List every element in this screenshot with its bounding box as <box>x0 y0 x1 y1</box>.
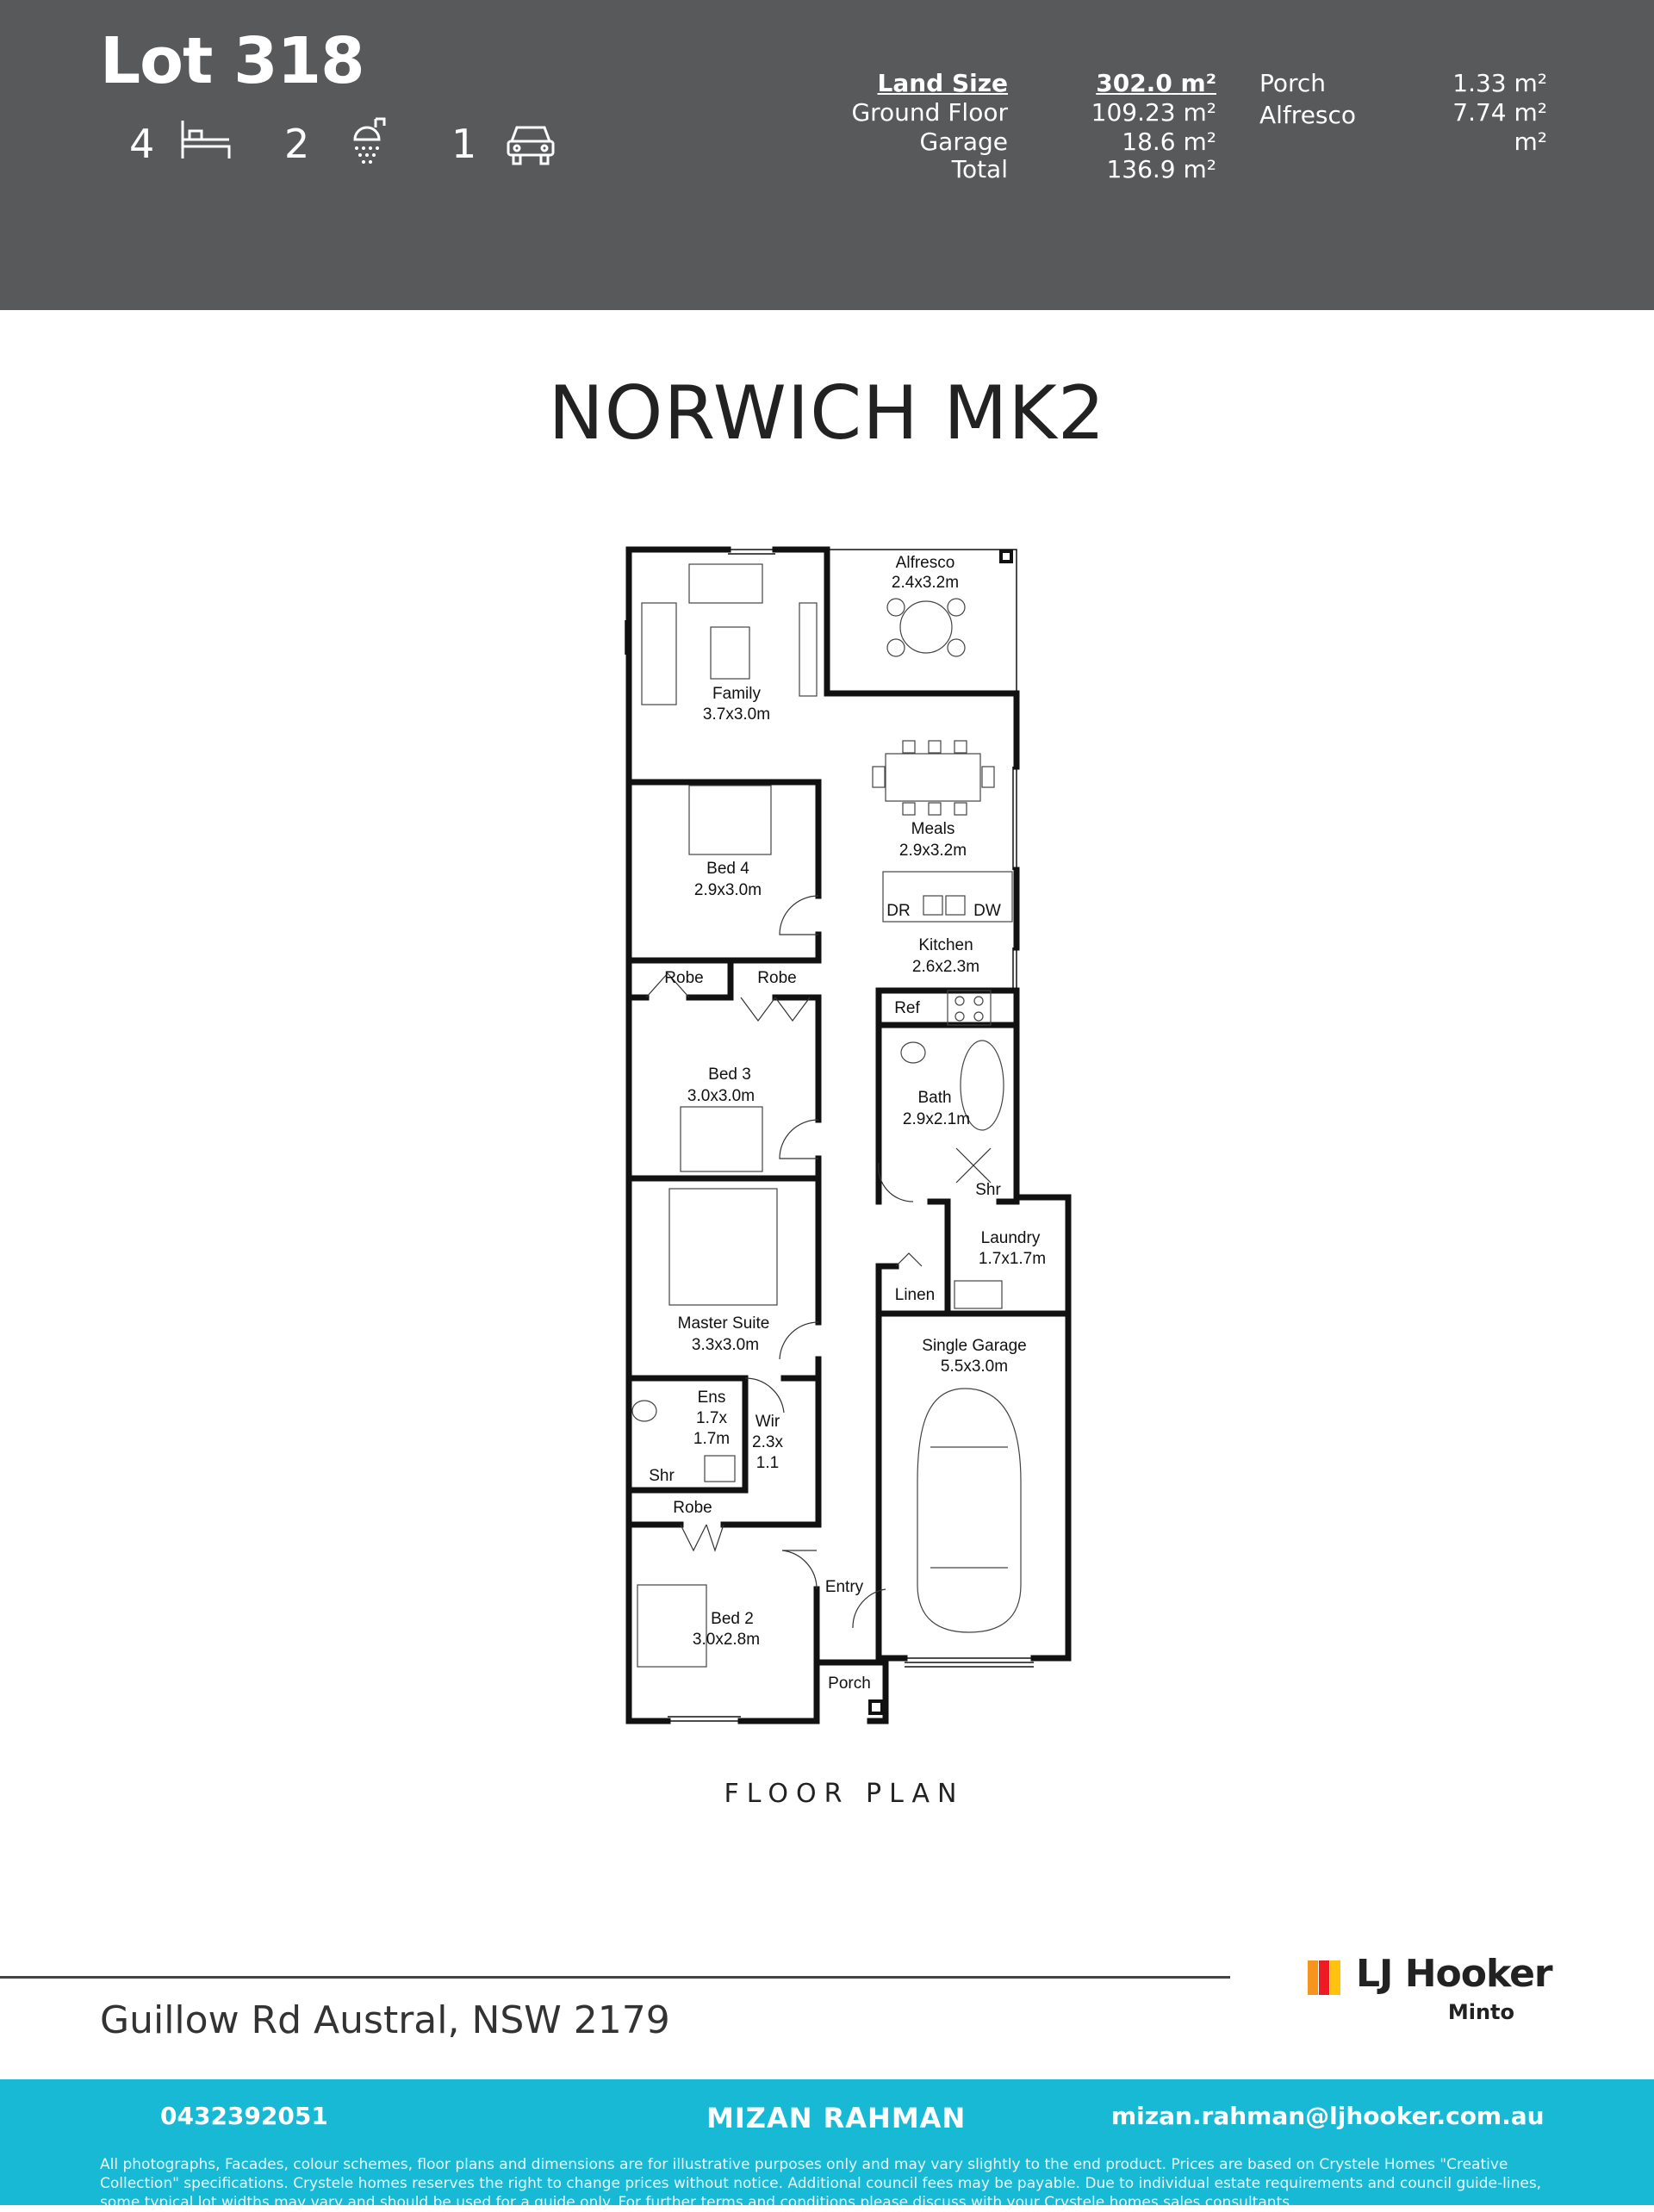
car-count: 1 <box>451 121 477 167</box>
room-linen: Linen <box>895 1286 936 1304</box>
design-name: NORWICH MK2 <box>548 370 1106 457</box>
logo-bar-orange <box>1308 1960 1318 1995</box>
bed-icon <box>181 121 231 158</box>
room-robe-1: Robe <box>664 969 703 987</box>
room-kitchen: Kitchen <box>918 936 973 954</box>
ground-floor-label: Ground Floor <box>851 98 1008 127</box>
room-bed3-size: 3.0x3.0m <box>687 1087 755 1105</box>
room-bath: Bath <box>917 1089 951 1107</box>
room-bed2: Bed 2 <box>711 1610 754 1628</box>
bath-count: 2 <box>284 121 310 167</box>
porch-value: 1.33 m² <box>1452 69 1547 97</box>
land-size-label: Land Size <box>877 69 1008 97</box>
bed-count: 4 <box>129 121 155 167</box>
room-bed3: Bed 3 <box>708 1066 751 1084</box>
alfresco-value: 7.74 m² <box>1452 98 1547 127</box>
room-ens-size-1: 1.7x <box>696 1409 727 1427</box>
room-wir-size-2: 1.1 <box>756 1454 779 1472</box>
room-master-size: 3.3x3.0m <box>692 1336 759 1354</box>
room-laundry-size: 1.7x1.7m <box>979 1250 1046 1268</box>
car-icon <box>507 126 555 165</box>
room-bed2-size: 3.0x2.8m <box>693 1631 760 1649</box>
logo-bar-red <box>1319 1960 1329 1995</box>
room-entry: Entry <box>825 1578 864 1596</box>
agency-office: Minto <box>1447 2000 1514 2024</box>
garage-area-value: 18.6 m² <box>1122 127 1216 156</box>
room-shr-2: Shr <box>649 1467 675 1485</box>
garage-area-label: Garage <box>919 127 1008 156</box>
agent-email-link[interactable]: mizan.rahman@ljhooker.com.au <box>1111 2102 1545 2130</box>
agent-name: MIZAN RAHMAN <box>706 2102 967 2134</box>
room-ref: Ref <box>894 999 920 1017</box>
room-dw: DW <box>973 902 1001 920</box>
floor-plan: Alfresco 2.4x3.2m Family 3.7x3.0m Meals … <box>625 546 1072 1724</box>
room-ens: Ens <box>698 1389 726 1407</box>
room-bed4-size: 2.9x3.0m <box>694 881 762 899</box>
lot-title: Lot 318 <box>100 24 365 98</box>
property-address: Guillow Rd Austral, NSW 2179 <box>100 1998 670 2042</box>
room-porch: Porch <box>828 1675 871 1693</box>
room-wir: Wir <box>755 1413 780 1431</box>
total-area-label: Total <box>951 155 1008 183</box>
room-bed4: Bed 4 <box>706 860 749 878</box>
contact-footer: 0432392051 MIZAN RAHMAN mizan.rahman@ljh… <box>0 2079 1654 2211</box>
disclaimer-text: All photographs, Facades, colour schemes… <box>100 2156 1542 2211</box>
room-garage: Single Garage <box>922 1337 1026 1355</box>
room-kitchen-size: 2.6x2.3m <box>912 958 979 976</box>
total-area-value: 136.9 m² <box>1106 155 1216 183</box>
alfresco-label: Alfresco <box>1259 101 1357 129</box>
ground-floor-value: 109.23 m² <box>1091 98 1216 127</box>
room-laundry: Laundry <box>981 1229 1041 1247</box>
floor-plan-caption: FLOOR PLAN <box>724 1779 965 1809</box>
header-banner: Lot 318 4 2 1 Land Size Ground Floor Gar… <box>0 0 1654 310</box>
room-shr-1: Shr <box>975 1181 1001 1199</box>
agency-name: LJ Hooker <box>1356 1952 1553 1996</box>
shower-icon <box>353 117 386 164</box>
agent-phone-link[interactable]: 0432392051 <box>160 2102 328 2130</box>
room-dr: DR <box>886 902 910 920</box>
room-family: Family <box>712 685 761 703</box>
room-meals: Meals <box>911 820 955 838</box>
land-size-value: 302.0 m² <box>1096 69 1216 97</box>
room-robe-2: Robe <box>757 969 796 987</box>
room-wir-size-1: 2.3x <box>752 1433 783 1451</box>
blank-area-value: m² <box>1514 127 1548 156</box>
room-garage-size: 5.5x3.0m <box>941 1358 1008 1376</box>
room-master: Master Suite <box>678 1314 770 1333</box>
room-ens-size-2: 1.7m <box>693 1430 730 1448</box>
room-meals-size: 2.9x3.2m <box>899 842 967 860</box>
room-family-size: 3.7x3.0m <box>703 705 770 724</box>
room-bath-size: 2.9x2.1m <box>903 1110 970 1128</box>
agency-logo: LJ Hooker Minto <box>1308 1952 1553 2024</box>
room-alfresco-size: 2.4x3.2m <box>892 574 959 592</box>
porch-label: Porch <box>1259 69 1327 97</box>
room-robe-3: Robe <box>673 1499 712 1517</box>
divider <box>0 1976 1230 1979</box>
logo-bar-yellow <box>1330 1960 1340 1995</box>
room-alfresco: Alfresco <box>896 554 955 572</box>
